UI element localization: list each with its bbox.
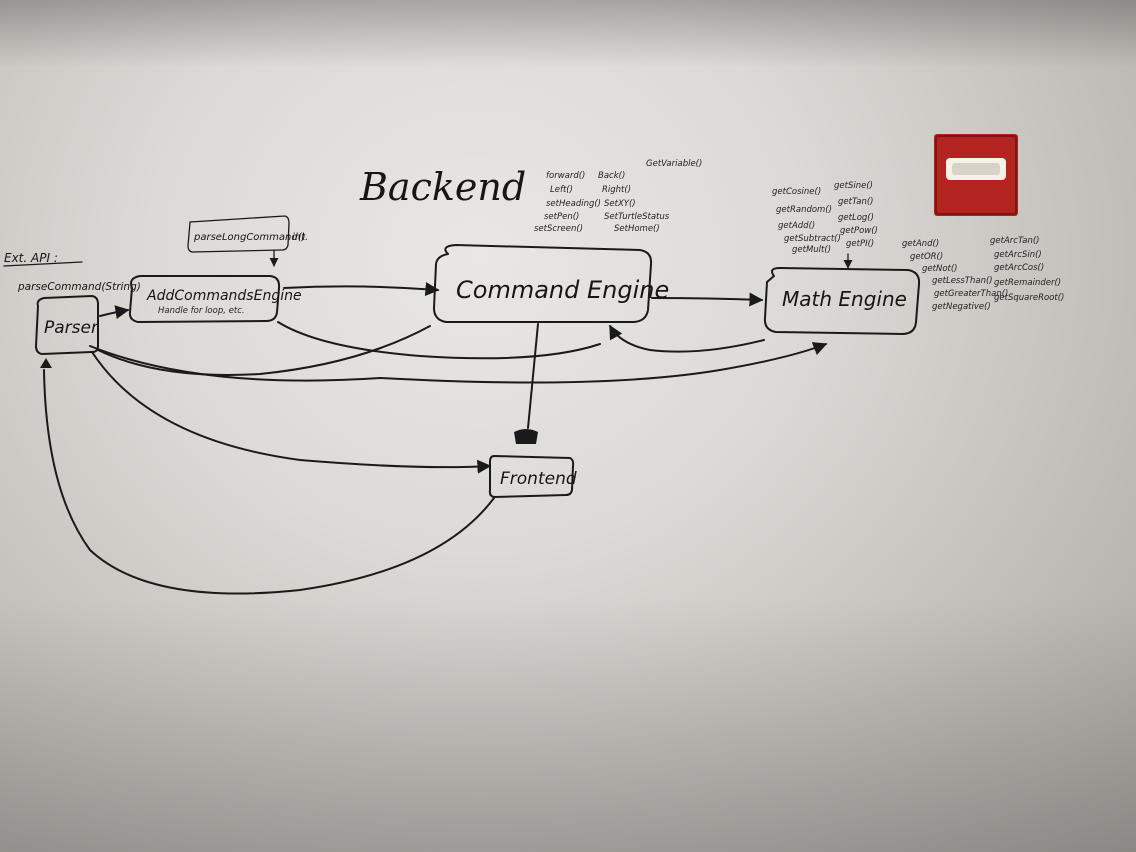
method-item: getSubtract() [784,234,841,244]
method-item: getSine() [834,181,873,191]
math-engine-label: Math Engine [782,287,907,311]
method-item: getPI() [846,239,874,249]
parser-box [35,295,99,355]
ext-api-label: Ext. API : [4,251,58,265]
method-item: setPen() [544,212,579,222]
method-item: getLessThan() [932,276,993,286]
add-commands-note: Handle for loop, etc. [158,306,245,316]
method-item: getTan() [838,197,874,207]
fire-alarm-strobe [934,134,1018,216]
parser-arrowhead [40,358,52,368]
method-item: getLog() [838,213,874,223]
method-item: getCosine() [772,187,821,197]
math-methods-list: getCosine() getSine() getRandom() getTan… [772,181,878,255]
parse-long-command-label: parseLongCommand() [193,232,306,243]
logic-methods-list: getAnd() getOR() getNot() getLessThan() … [902,239,1008,312]
parser-to-command-curve [97,325,431,376]
method-item: Left() [550,185,573,195]
method-item: GetVariable() [646,159,702,169]
method-item: setScreen() [534,224,583,234]
method-item: SetHome() [614,224,660,234]
parser-to-math-curve [89,342,828,384]
command-to-math-arrow [651,292,764,307]
add-commands-engine-label: AddCommandsEngine [146,288,302,304]
command-engine-box [433,244,653,323]
parse-long-command-suffix: int. [292,232,308,243]
method-item: getNot() [922,264,957,274]
parser-label: Parser [44,318,99,338]
method-item: getArcTan() [990,236,1039,246]
parser-to-add-arrow [99,305,130,319]
method-item: Back() [598,171,625,181]
command-engine-label: Command Engine [456,276,669,304]
alarm-lens-inner [952,163,1000,175]
method-item: forward() [546,171,585,181]
command-methods-list: forward() Back() GetVariable() Left() Ri… [534,159,702,234]
method-item: SetXY() [604,199,636,209]
method-item: getNegative() [932,302,991,312]
frontend-arrowhead [514,429,538,444]
math-to-command-return-arrow [609,324,765,353]
parser-to-frontend-arrow [91,351,492,474]
method-item: setHeading() [546,199,601,209]
method-item: getAdd() [778,221,815,231]
frontend-label: Frontend [500,469,577,489]
parse-long-command-box [187,215,290,253]
math-engine-box [763,267,921,335]
diagram-title: Backend [359,165,526,209]
method-item: getMult() [792,245,831,255]
ext-api-method: parseCommand(String) [17,281,141,293]
method-item: getRandom() [776,205,832,215]
method-item: SetTurtleStatus [604,212,670,222]
frontend-to-parser-loop [43,369,495,595]
method-item: Right() [602,185,631,195]
trig-methods-list: getArcTan() getArcSin() getArcCos() getR… [990,236,1064,303]
add-to-command-arrow [283,282,440,297]
add-commands-engine-box [128,275,281,323]
method-item: getSquareRoot() [994,293,1064,303]
alarm-frame [935,135,1017,215]
method-item: getArcSin() [994,250,1042,260]
method-item: getOR() [910,252,943,262]
method-item: getPow() [840,226,878,236]
method-item: getAnd() [902,239,939,249]
method-item: getGreaterThan() [934,289,1008,299]
method-item: getArcCos() [994,263,1044,273]
ext-api-underline [3,261,83,267]
command-to-frontend-arrow [527,323,539,429]
add-to-command-lower-curve [277,321,601,360]
method-item: getRemainder() [994,278,1061,288]
